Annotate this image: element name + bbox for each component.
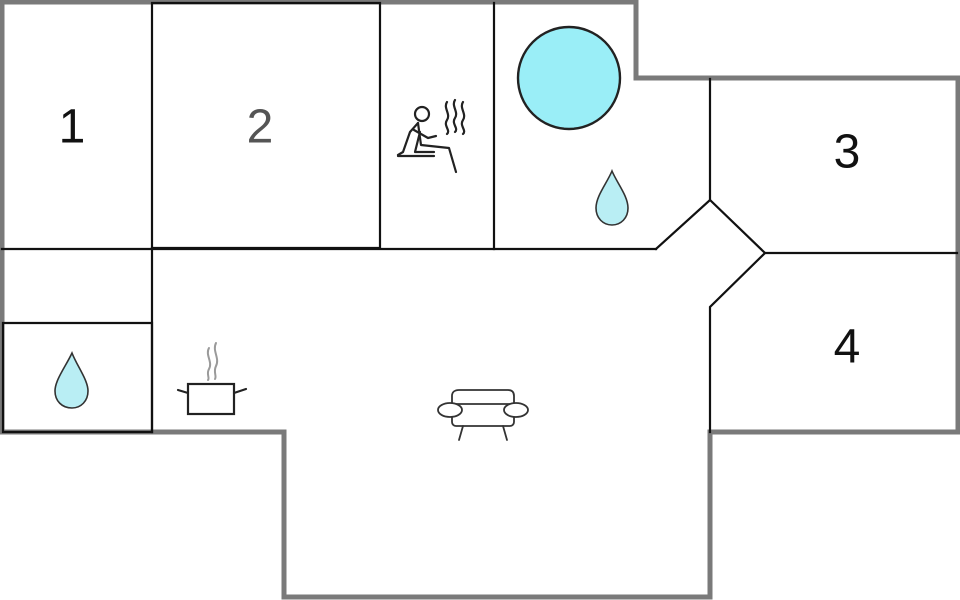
pool-icon bbox=[516, 25, 622, 131]
interior-walls bbox=[0, 1, 959, 434]
sofa-icon bbox=[437, 389, 529, 441]
room-1-label: 1 bbox=[59, 101, 86, 154]
cooking-pot-icon bbox=[176, 342, 248, 416]
sauna-icon bbox=[396, 98, 466, 174]
room-3-label: 3 bbox=[834, 126, 861, 179]
water-drop-icon bbox=[54, 350, 89, 409]
room-2-label: 2 bbox=[247, 101, 274, 154]
water-drop-icon bbox=[595, 168, 629, 226]
room-4-label: 4 bbox=[834, 321, 861, 374]
